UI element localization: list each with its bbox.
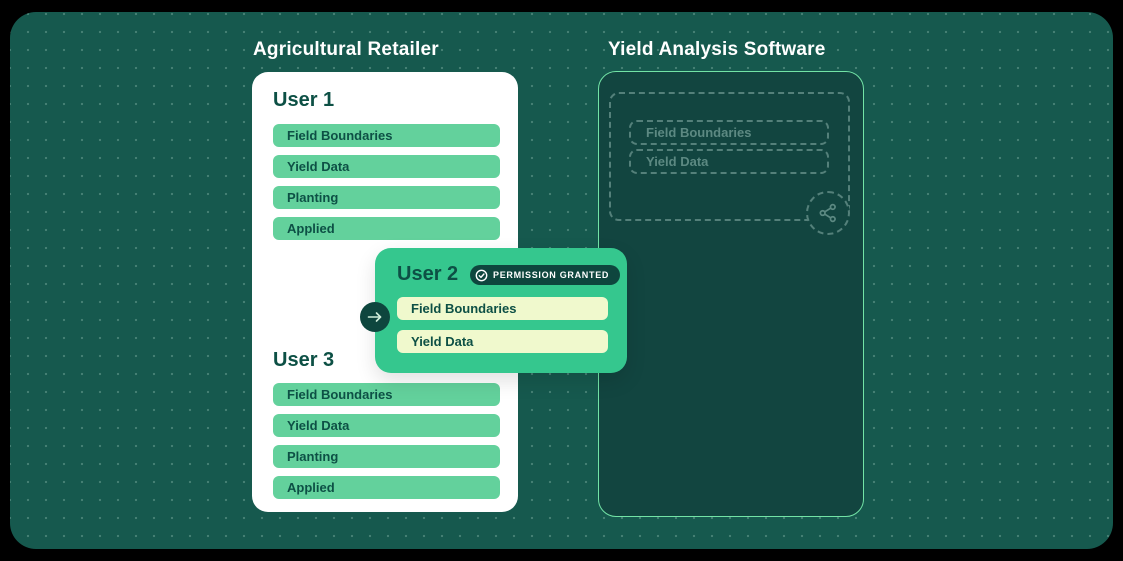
- left-section-title: Agricultural Retailer: [253, 39, 439, 60]
- user2-permission-card: User 2 PERMISSION GRANTED Field Boundari…: [375, 248, 627, 373]
- user3-pill-planting: Planting: [273, 445, 500, 468]
- incoming-pill-yield-data: Yield Data: [629, 149, 829, 174]
- permission-granted-label: PERMISSION GRANTED: [493, 270, 610, 280]
- software-panel: Field Boundaries Yield Data: [598, 71, 864, 517]
- user3-heading: User 3: [273, 349, 335, 371]
- dotted-stage-background: Agricultural Retailer Yield Analysis Sof…: [10, 12, 1113, 549]
- user3-pill-applied: Applied: [273, 476, 500, 499]
- user1-pill-yield-data: Yield Data: [273, 155, 500, 178]
- user2-heading: User 2: [397, 263, 459, 285]
- user1-pill-applied: Applied: [273, 217, 500, 240]
- right-section-title: Yield Analysis Software: [608, 39, 826, 60]
- user2-pill-field-boundaries: Field Boundaries: [397, 297, 608, 320]
- share-nodes-icon: [806, 191, 850, 235]
- permission-granted-badge: PERMISSION GRANTED: [470, 265, 621, 285]
- user1-pill-planting: Planting: [273, 186, 500, 209]
- user1-heading: User 1: [273, 89, 335, 111]
- incoming-pill-field-boundaries: Field Boundaries: [629, 120, 829, 145]
- data-drop-zone: Field Boundaries Yield Data: [609, 92, 850, 235]
- arrow-right-icon: [360, 302, 390, 332]
- user2-pill-yield-data: Yield Data: [397, 330, 608, 353]
- user3-pill-field-boundaries: Field Boundaries: [273, 383, 500, 406]
- user3-pill-yield-data: Yield Data: [273, 414, 500, 437]
- user1-pill-field-boundaries: Field Boundaries: [273, 124, 500, 147]
- check-circle-icon: [475, 269, 488, 282]
